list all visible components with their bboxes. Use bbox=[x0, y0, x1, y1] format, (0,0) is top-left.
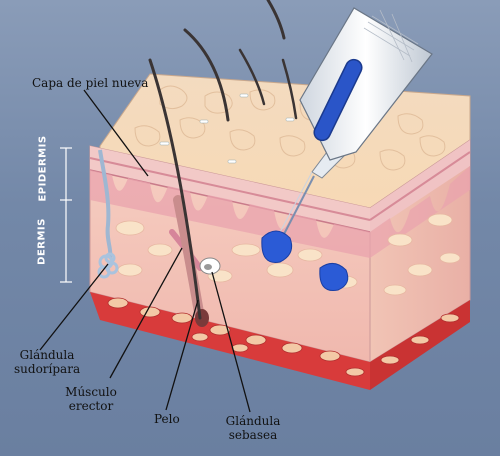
dermis-label: DERMIS bbox=[36, 218, 48, 265]
new-skin-label: Capa de piel nueva bbox=[32, 76, 149, 90]
electrolysis-probe bbox=[277, 7, 433, 239]
sebaceous-gland-label: Glándula sebasea bbox=[222, 414, 284, 442]
leader-hair bbox=[165, 299, 199, 411]
erector-muscle-label-line2: erector bbox=[68, 399, 114, 413]
sebaceous-gland-label-line1: Glándula bbox=[225, 414, 281, 428]
hair-strands bbox=[148, 0, 298, 320]
sweat-gland-label: Glándula sudorípara bbox=[14, 348, 80, 376]
skin-surface-marks bbox=[159, 93, 295, 164]
leader-new-skin bbox=[83, 89, 149, 177]
leader-lines bbox=[39, 89, 251, 413]
treated-follicle-spot bbox=[261, 230, 293, 263]
hair-bulb bbox=[195, 309, 209, 327]
sebaceous-gland-label-line2: sebasea bbox=[228, 428, 278, 442]
sweat-gland-coil bbox=[97, 252, 119, 279]
leader-erector bbox=[109, 247, 183, 379]
erector-muscle-label-line1: Músculo bbox=[65, 385, 117, 399]
hair-label: Pelo bbox=[154, 412, 180, 426]
probe-blue-handle bbox=[313, 58, 363, 142]
sebaceous-gland-shape bbox=[199, 257, 221, 275]
erector-muscle-label: Músculo erector bbox=[62, 385, 120, 413]
dermal-papillae bbox=[90, 170, 370, 258]
layer-bracket bbox=[60, 147, 72, 283]
sweat-gland-label-line1: Glándula bbox=[19, 348, 75, 362]
leader-sebaceous bbox=[211, 271, 251, 413]
treated-follicle-spot-2 bbox=[319, 263, 349, 292]
fat-cells bbox=[107, 297, 460, 377]
fat-layer bbox=[90, 292, 370, 390]
sweat-duct bbox=[98, 149, 113, 259]
sweat-gland-label-line2: sudorípara bbox=[14, 362, 81, 376]
leader-sweat-gland bbox=[39, 263, 109, 351]
epidermis-label: EPIDERMIS bbox=[37, 135, 49, 202]
